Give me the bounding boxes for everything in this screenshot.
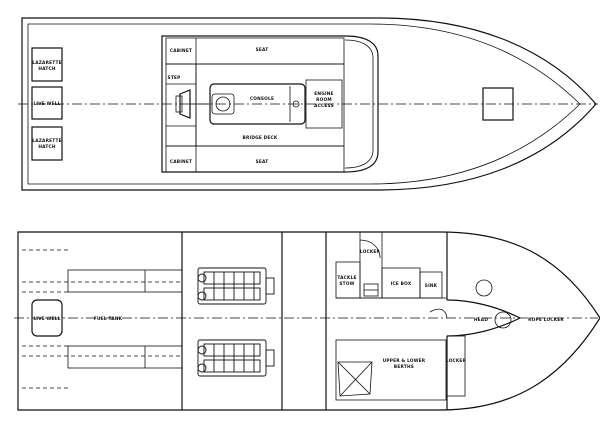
label-tackle-stow-1: TACKLE [337, 275, 356, 281]
fuel-tank-lower [67, 345, 183, 369]
label-live-well-lower: LIVE WELL [33, 316, 60, 322]
label-rope-locker: ROPE LOCKER [528, 317, 564, 323]
label-engine-room-access-3: ACCESS [314, 103, 334, 109]
locker-door-arc [359, 239, 381, 259]
engine-lower-icon [197, 339, 275, 377]
lazarette-hatch-aft-box [31, 126, 63, 161]
label-head: HEAD [474, 317, 488, 323]
head-compartment [446, 299, 522, 337]
steering-wheel-icon [211, 93, 235, 115]
label-lazarette-hatch-fwd-1: LAZARETTE [32, 60, 61, 66]
label-lazarette-hatch-fwd-2: HATCH [38, 66, 55, 72]
label-engine-room-access-1: ENGINE [314, 91, 333, 97]
locker-top-box [359, 231, 383, 299]
label-ice-box: ICE BOX [391, 281, 412, 287]
compass-icon [292, 100, 300, 108]
engine-upper-icon [197, 267, 275, 305]
label-console: CONSOLE [250, 96, 274, 102]
label-engine-room-access-2: ROOM [316, 97, 332, 103]
cockpit-outline [161, 35, 379, 173]
label-locker-top: LOCKER [360, 249, 381, 255]
label-locker-right: LOCKER [446, 358, 467, 364]
label-fuel-tank: FUEL TANK [94, 316, 123, 322]
label-seat-bottom: SEAT [256, 159, 269, 165]
lower-deck-plan: LIVE WELL FUEL TANK LOCKER TACKLE STOW I… [14, 231, 600, 411]
live-well-top-box [31, 86, 63, 120]
label-sink: SINK [425, 283, 438, 289]
label-berths-1: UPPER & LOWER [383, 358, 426, 364]
rope-locker-hatch-icon [494, 311, 512, 329]
label-tackle-stow-2: STOW [339, 281, 354, 287]
deck-plan-top-view: LAZARETTE HATCH LIVE WELL LAZARETTE HATC… [18, 17, 598, 191]
engine-room-access-hatch [305, 79, 343, 129]
head-toilet-icon [475, 279, 493, 297]
label-berths-2: BERTHS [394, 364, 414, 370]
label-cabinet-bottom: CABINET [170, 159, 192, 165]
console-box [209, 83, 306, 125]
label-bridge-deck: BRIDGE DECK [243, 135, 278, 141]
label-live-well-top: LIVE WELL [33, 101, 60, 107]
lazarette-hatch-fwd-box [31, 47, 63, 82]
berths-box [335, 339, 447, 401]
foredeck-hatch [482, 87, 514, 121]
label-seat-top: SEAT [256, 47, 269, 53]
label-lazarette-hatch-aft-1: LAZARETTE [32, 138, 61, 144]
locker-right-box [446, 335, 466, 397]
fuel-tank-upper [67, 269, 183, 293]
label-cabinet-top: CABINET [170, 48, 192, 54]
label-step: STEP [168, 75, 181, 81]
pillow-icon [337, 361, 373, 397]
bridge-deck-area [195, 63, 345, 147]
lower-hull-inner [22, 249, 70, 389]
helm-chair-icon [175, 89, 210, 119]
label-lazarette-hatch-aft-2: HATCH [38, 144, 55, 150]
live-well-lower-box [31, 299, 63, 337]
seat-bottom [165, 145, 345, 173]
cockpit-coaming [344, 39, 374, 169]
